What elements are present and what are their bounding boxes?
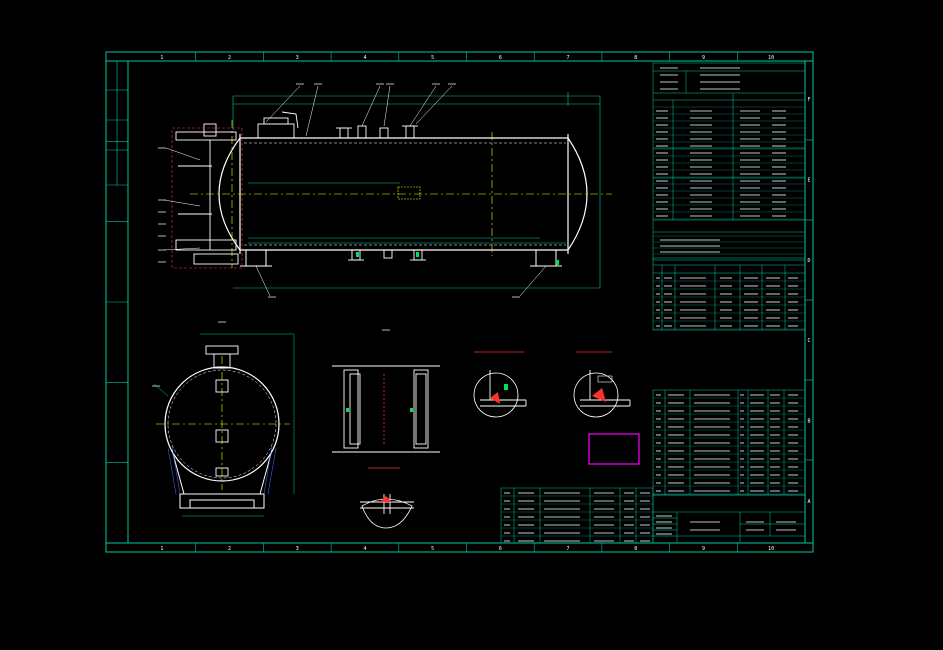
parts-list-rows [653, 397, 805, 495]
callout-balloons [152, 83, 520, 387]
weld-marks [356, 252, 559, 265]
grid-row-label: A [807, 499, 810, 505]
title-block-text-placeholders [656, 515, 796, 535]
revision-table-text-placeholders [504, 492, 650, 542]
vessel-end-view [153, 333, 295, 517]
grid-column-label-bottom: 5 [431, 546, 434, 552]
right-border-ticks [805, 139, 813, 461]
end-view-saddle-hatch [167, 445, 277, 495]
grid-row-label: B [807, 419, 810, 425]
grid-column-label-top: 10 [768, 55, 774, 61]
left-head-dashed-outline [171, 127, 243, 269]
saddle-supports [240, 249, 562, 267]
grid-row-label: D [807, 258, 810, 264]
end-view-nozzle [205, 345, 239, 477]
grid-column-label-bottom: 10 [768, 546, 774, 552]
grid-column-label-top: 3 [296, 55, 299, 61]
weld-detail-1 [473, 351, 527, 418]
grid-column-label-bottom: 2 [228, 546, 231, 552]
grid-column-label-top: 2 [228, 55, 231, 61]
vessel-elevation-view [163, 85, 612, 297]
parts-list-text-placeholders [656, 394, 798, 492]
grid-column-label-top: 9 [702, 55, 705, 61]
grid-column-label-top: 1 [160, 55, 163, 61]
internal-dimensions [248, 182, 566, 244]
grid-column-label-top: 4 [363, 55, 366, 61]
grid-column-label-top: 6 [499, 55, 502, 61]
grid-column-label-bottom: 6 [499, 546, 502, 552]
grid-column-label-top: 8 [634, 55, 637, 61]
revision-table [500, 487, 654, 544]
end-view-centerlines [156, 356, 290, 490]
grid-column-label-bottom: 1 [160, 546, 163, 552]
end-view-dimensions [153, 333, 295, 517]
vessel-inner-line [244, 142, 566, 246]
drawing-border [105, 51, 814, 553]
grid-column-label-bottom: 8 [634, 546, 637, 552]
internal-pipe [397, 186, 421, 200]
grid-column-label-bottom: 7 [567, 546, 570, 552]
grid-column-label-bottom: 9 [702, 546, 705, 552]
annotation-box [588, 433, 640, 465]
bottom-nozzles [348, 249, 426, 261]
grid-row-label: E [807, 178, 810, 184]
nozzle-table-text-placeholders [656, 277, 798, 327]
revision-strip [106, 61, 128, 186]
left-head-manway [175, 123, 239, 265]
grid-column-label-top: 7 [567, 55, 570, 61]
weld-detail-3 [360, 467, 414, 529]
grid-row-label: F [807, 97, 810, 103]
grid-column-label-bottom: 4 [363, 546, 366, 552]
grid-column-label-top: 5 [431, 55, 434, 61]
leader-lines [163, 85, 547, 297]
vessel-centerlines [190, 120, 612, 268]
grid-reference-ticks [106, 52, 738, 552]
grid-row-label: C [807, 338, 810, 344]
revision-table-rows [501, 495, 653, 537]
weld-detail-2 [573, 351, 631, 418]
top-nozzles [257, 111, 418, 139]
technical-data-table [652, 62, 806, 261]
parts-list-table [652, 389, 806, 496]
nozzle-table-rows [653, 280, 805, 330]
section-detail-view [332, 365, 440, 453]
technical-data-text-placeholders [656, 67, 786, 253]
nozzle-table [652, 257, 806, 331]
technical-data-rows [653, 106, 805, 255]
title-block [652, 494, 806, 544]
grid-column-label-bottom: 3 [296, 546, 299, 552]
overall-dimension-lines [232, 92, 601, 289]
